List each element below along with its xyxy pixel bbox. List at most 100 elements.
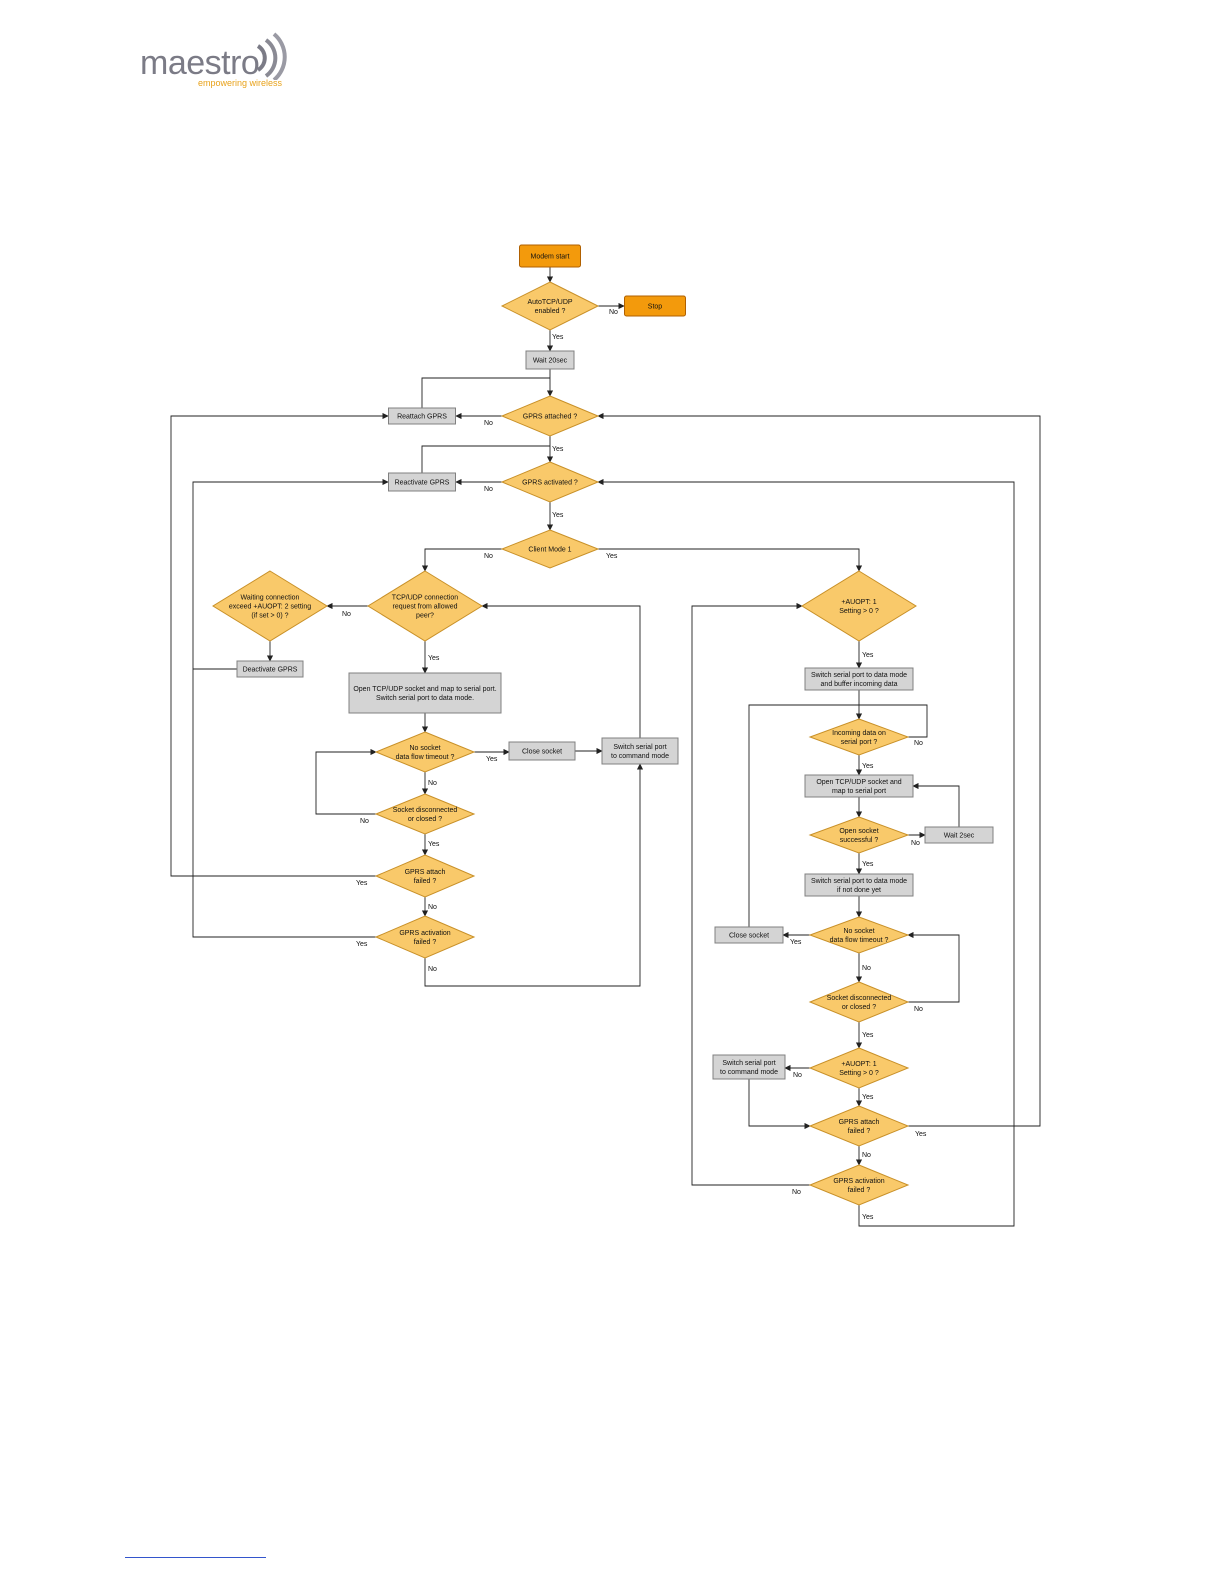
node-label: Client Mode 1 — [528, 547, 571, 554]
decision-diamond — [212, 570, 328, 642]
edge-label-no: No — [793, 1072, 802, 1079]
connector-line — [424, 763, 644, 987]
connector-line — [748, 704, 859, 927]
decision-diamond — [500, 529, 600, 569]
decision-diamond — [500, 395, 600, 437]
node-label: Socket disconnected — [827, 995, 892, 1002]
edge-label-yes: Yes — [862, 861, 874, 868]
edge-label-no: No — [342, 611, 351, 618]
node-label: Switch serial port to data mode. — [376, 695, 474, 702]
node-label: +AUOPT: 1 — [841, 599, 876, 606]
connector-line — [859, 704, 928, 738]
connector-line — [481, 602, 641, 738]
process-box — [388, 407, 456, 425]
node-deactivate-gprs: Deactivate GPRS — [236, 660, 304, 678]
node-close-socket-left: Close socket — [508, 741, 576, 761]
decision-diamond — [808, 1047, 910, 1089]
node-socket-disc-right: Socket disconnected or closed ? — [808, 981, 910, 1023]
connector-line — [912, 782, 960, 827]
edge-label-no: No — [360, 818, 369, 825]
node-label: No socket — [843, 928, 874, 935]
connector-line — [315, 748, 377, 815]
terminal-box — [519, 244, 581, 268]
node-label: GPRS attach — [839, 1119, 880, 1126]
edge-label-yes: Yes — [552, 512, 564, 519]
edge-label-yes: Yes — [356, 880, 368, 887]
node-label: Modem start — [531, 254, 570, 261]
node-label: GPRS attached ? — [523, 414, 578, 421]
edge-label-yes: Yes — [552, 446, 564, 453]
node-stop: Stop — [624, 295, 686, 317]
edge-label-yes: Yes — [790, 939, 802, 946]
edge-label-no: No — [484, 553, 493, 560]
edge-label-yes: Yes — [915, 1131, 927, 1138]
process-box — [236, 660, 304, 678]
connector-line — [597, 412, 1041, 1127]
edge-label-no: No — [428, 966, 437, 973]
node-label: Switch serial port to data mode — [811, 672, 907, 679]
connector-line — [597, 478, 1015, 1227]
edge-label-no: No — [911, 840, 920, 847]
node-label: Wait 20sec — [533, 358, 568, 365]
node-label: peer? — [416, 613, 434, 620]
process-box — [601, 737, 679, 765]
node-open-tcp-map: Open TCP/UDP socket and map to serial po… — [348, 672, 502, 714]
process-box — [348, 672, 502, 714]
node-label: Deactivate GPRS — [243, 667, 298, 674]
connector-line — [691, 602, 810, 1186]
connector-line — [421, 548, 502, 572]
node-label: Switch serial port to data mode — [811, 878, 907, 885]
connector-line — [598, 548, 863, 572]
connector-line — [192, 478, 389, 938]
node-label: failed ? — [848, 1128, 871, 1135]
node-label: data flow timeout ? — [396, 754, 455, 761]
node-no-socket-left: No socket data flow timeout ? — [374, 731, 476, 773]
node-label: map to serial port — [832, 788, 886, 795]
decision-diamond — [808, 816, 910, 854]
node-label: or closed ? — [842, 1004, 876, 1011]
decision-diamond — [808, 1164, 910, 1206]
decision-diamond — [374, 793, 476, 835]
node-label: No socket — [409, 745, 440, 752]
node-label: Open TCP/UDP socket and — [816, 779, 901, 786]
process-box — [804, 667, 914, 691]
node-label: failed ? — [414, 939, 437, 946]
node-close-socket-right: Close socket — [714, 926, 784, 944]
process-box — [714, 926, 784, 944]
node-label: request from allowed — [393, 604, 458, 611]
node-label: Switch serial port — [722, 1060, 775, 1067]
decision-diamond — [367, 570, 483, 642]
node-wait-2: Wait 2sec — [924, 826, 994, 844]
edge-label-no: No — [862, 965, 871, 972]
decision-diamond — [801, 570, 917, 642]
node-gprs-attached: GPRS attached ? — [500, 395, 600, 437]
connector-line — [421, 445, 550, 473]
edge-label-no: No — [792, 1189, 801, 1196]
node-label: Close socket — [522, 749, 562, 756]
edge-label-no: No — [914, 740, 923, 747]
process-box — [388, 472, 456, 492]
edge-label-yes: Yes — [552, 334, 564, 341]
node-label: Reactivate GPRS — [395, 480, 450, 487]
node-label: Setting > 0 ? — [839, 1070, 879, 1077]
decision-diamond — [500, 281, 600, 331]
signal-waves-icon — [256, 32, 287, 80]
maestro-logo: maestro empowering wireless — [140, 30, 300, 94]
node-label: Reattach GPRS — [397, 414, 447, 421]
decision-diamond — [808, 916, 910, 954]
node-client-mode: Client Mode 1 — [500, 529, 600, 569]
decision-diamond — [374, 915, 476, 959]
node-label: GPRS activated ? — [522, 480, 578, 487]
edge-label-yes: Yes — [862, 1214, 874, 1221]
